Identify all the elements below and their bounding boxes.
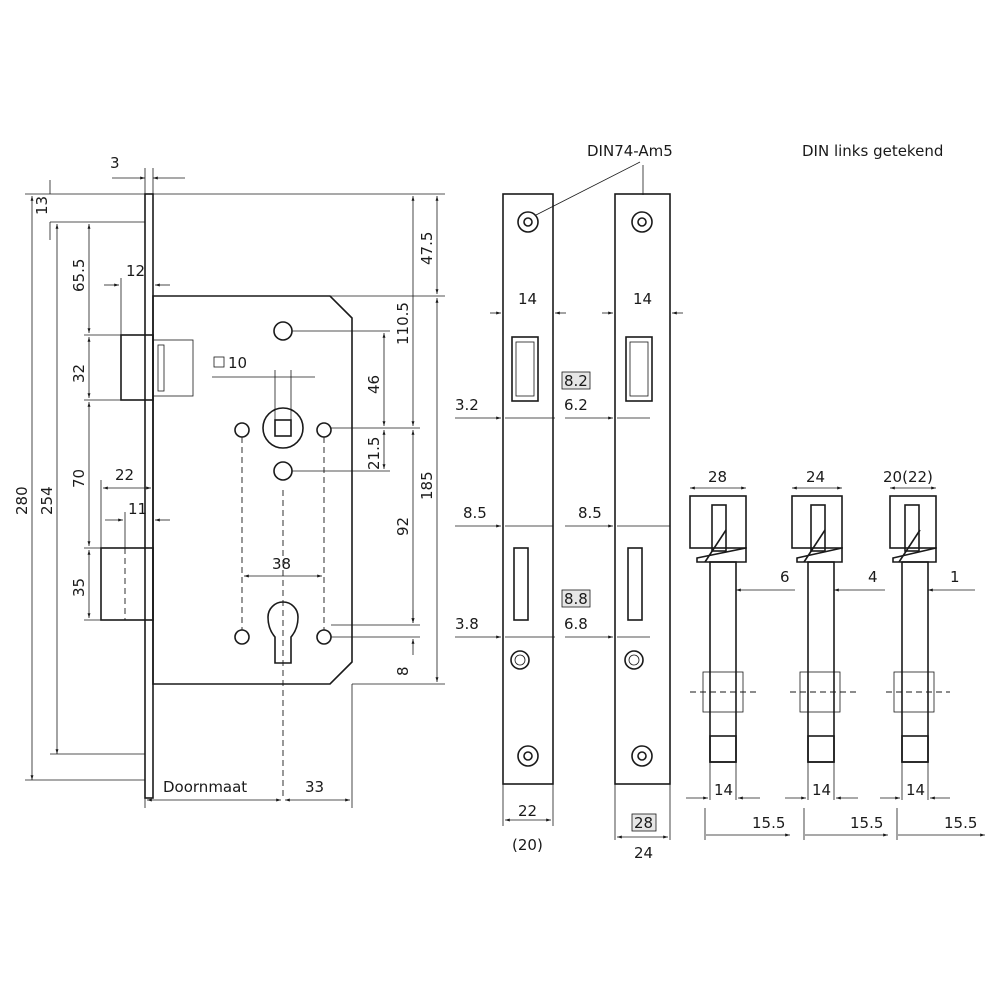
- dim-3-2: 3.2: [455, 396, 479, 414]
- dim-15-5-latch2: 15.5: [850, 814, 883, 832]
- dim-3-8: 3.8: [455, 615, 479, 633]
- dim-14-latch2: 14: [812, 781, 831, 799]
- dim-110-5: 110.5: [394, 302, 412, 345]
- dim-28-latch: 28: [708, 468, 727, 486]
- latch-variant-24: [785, 486, 888, 840]
- dim-46: 46: [365, 375, 383, 394]
- dim-280: 280: [13, 486, 31, 515]
- dead-bolt: [100, 547, 154, 621]
- dim-14-plate2: 14: [633, 290, 652, 308]
- faceplate-2: [565, 165, 683, 840]
- dim-65-5: 65.5: [70, 259, 88, 292]
- dim-38: 38: [272, 555, 291, 573]
- dim-6-8: 6.8: [564, 615, 588, 633]
- latch-variant-28: [686, 486, 795, 840]
- dim-32: 32: [70, 364, 88, 383]
- dim-24-plate: 24: [634, 844, 653, 862]
- dim-14-latch1: 14: [714, 781, 733, 799]
- latch-variant-20-22: [880, 486, 985, 840]
- dim-8: 8: [394, 666, 412, 676]
- dim-21-5: 21.5: [365, 437, 383, 470]
- dim-15-5-latch1: 15.5: [752, 814, 785, 832]
- forend-plate: [144, 193, 154, 799]
- dim-14-plate1: 14: [518, 290, 537, 308]
- dim-20-22-latch: 20(22): [883, 468, 933, 486]
- dim-22-plate: 22: [518, 802, 537, 820]
- lock-case: [152, 295, 353, 685]
- dim-185: 185: [418, 471, 436, 500]
- dim-3: 3: [110, 154, 120, 172]
- dim-8-8: 8.8: [564, 590, 588, 608]
- dim-1: 1: [950, 568, 960, 586]
- dim-8-5-plate2: 8.5: [578, 504, 602, 522]
- dim-4: 4: [868, 568, 878, 586]
- dim-35: 35: [70, 578, 88, 597]
- labels: DIN74-Am5 DIN links getekend Doornmaat 3…: [13, 142, 977, 862]
- dim-14-latch3: 14: [906, 781, 925, 799]
- dim-8-5-plate1: 8.5: [463, 504, 487, 522]
- dim-11: 11: [128, 500, 147, 518]
- dim-254: 254: [38, 486, 56, 515]
- dim-28-boxed: 28: [634, 814, 653, 832]
- dim-70: 70: [70, 469, 88, 488]
- dim-12: 12: [126, 262, 145, 280]
- dim-6: 6: [780, 568, 790, 586]
- dim-22-main: 22: [115, 466, 134, 484]
- dim-10: 10: [228, 354, 247, 372]
- lock-side-view: [100, 193, 353, 800]
- faceplate-1: [455, 161, 641, 826]
- dim-47-5: 47.5: [418, 232, 436, 265]
- din-ref-label: DIN74-Am5: [587, 142, 673, 160]
- dim-15-5-latch3: 15.5: [944, 814, 977, 832]
- dim-92: 92: [394, 517, 412, 536]
- dim-13: 13: [33, 196, 51, 215]
- dimension-lines-main: [25, 168, 445, 808]
- doornmaat-label: Doornmaat: [163, 778, 247, 796]
- dim-6-2: 6.2: [564, 396, 588, 414]
- din-note-label: DIN links getekend: [802, 142, 943, 160]
- follower-hub: [262, 407, 304, 449]
- latch-bolt: [120, 334, 154, 401]
- dim-33: 33: [305, 778, 324, 796]
- dim-20-paren: (20): [512, 836, 543, 854]
- dim-24-latch: 24: [806, 468, 825, 486]
- dim-8-2: 8.2: [564, 372, 588, 390]
